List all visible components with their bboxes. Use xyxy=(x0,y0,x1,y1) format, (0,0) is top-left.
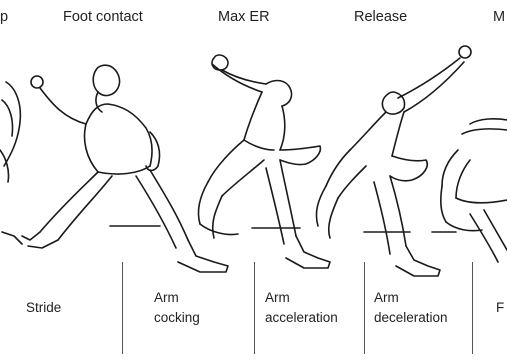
phase-label-line: Arm xyxy=(154,288,200,308)
phase-label-line: acceleration xyxy=(265,308,338,328)
phase-label-line: Arm xyxy=(374,288,448,308)
phase-label-arm-cocking: Arm cocking xyxy=(154,288,200,328)
phase-divider-foot-contact xyxy=(122,262,123,354)
figure-follow-through-partial xyxy=(432,119,507,262)
phase-divider-max-er xyxy=(254,262,255,354)
phase-label-line: cocking xyxy=(154,308,200,328)
phase-divider-release xyxy=(364,262,365,354)
phase-label-follow-through: F xyxy=(496,298,504,318)
phase-label-line: deceleration xyxy=(374,308,448,328)
figure-stride xyxy=(22,65,228,272)
figure-max-er xyxy=(198,55,330,268)
figure-windup-partial xyxy=(0,82,22,244)
phase-divider-max-ir xyxy=(472,262,473,354)
phase-label-arm-deceleration: Arm deceleration xyxy=(374,288,448,328)
figure-release xyxy=(316,46,471,276)
phase-label-stride: Stride xyxy=(26,298,61,318)
phase-label-line: Arm xyxy=(265,288,338,308)
phase-label-arm-acceleration: Arm acceleration xyxy=(265,288,338,328)
